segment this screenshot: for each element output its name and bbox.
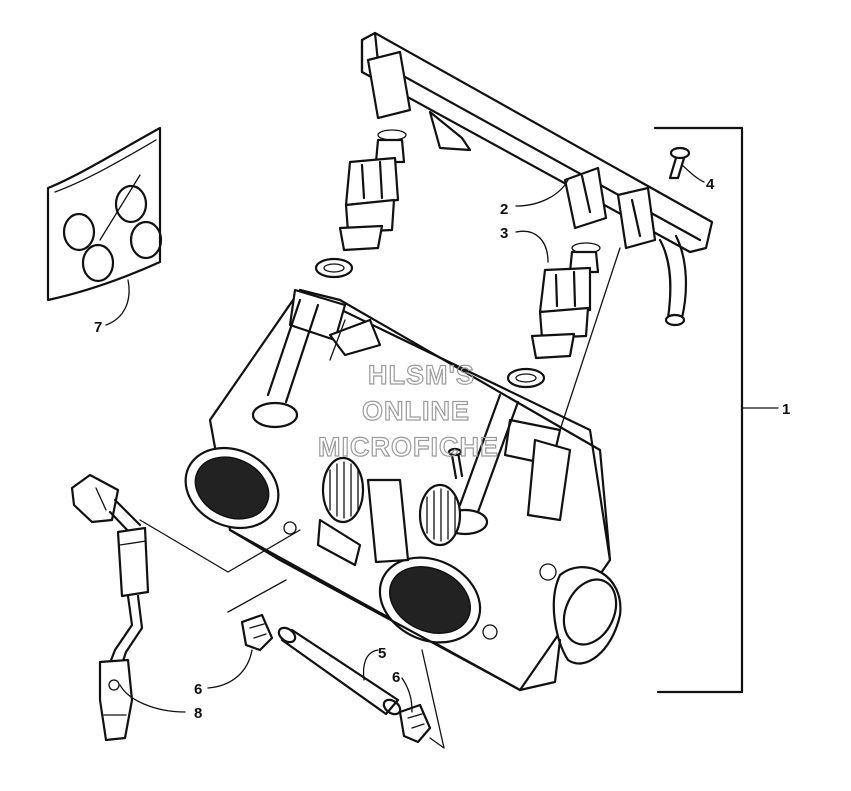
callout-6-left: 6	[194, 681, 202, 698]
callout-2: 2	[500, 201, 508, 218]
fuel-rail-icon	[360, 31, 714, 327]
callout-8: 8	[194, 705, 202, 722]
fuel-injector-icon	[314, 129, 407, 279]
sensor-harness-icon	[70, 473, 150, 742]
callout-3: 3	[500, 225, 508, 242]
watermark-line1: HLSM'S	[368, 360, 475, 390]
callout-7: 7	[94, 319, 102, 336]
callout-4: 4	[706, 176, 715, 193]
leader-lines	[105, 126, 779, 749]
callout-6-right: 6	[392, 669, 400, 686]
screw-icon	[668, 146, 691, 180]
watermark: HLSM'S ONLINE MICROFICHE	[317, 359, 499, 462]
clamp-icon	[398, 703, 432, 744]
clamp-icon	[240, 613, 274, 652]
watermark-line2: ONLINE	[362, 396, 470, 426]
o-ring-kit-icon	[46, 126, 163, 302]
hose-icon	[277, 626, 402, 716]
throttle-body-icon	[184, 288, 622, 692]
watermark-line3: MICROFICHE	[318, 432, 499, 462]
callout-1: 1	[782, 401, 790, 418]
callout-5: 5	[378, 645, 386, 662]
fuel-injector-icon	[506, 242, 601, 389]
